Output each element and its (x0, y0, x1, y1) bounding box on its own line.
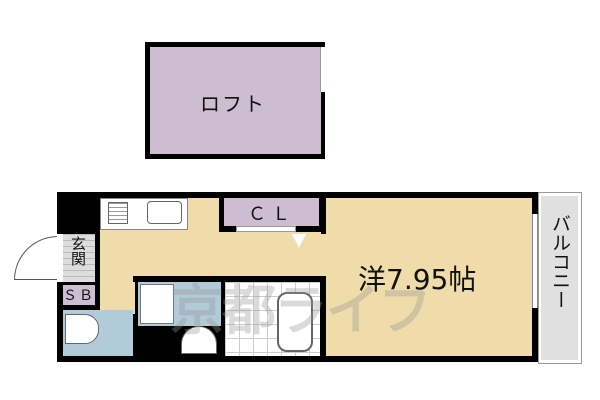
wall-room-divider-bottom (321, 278, 326, 356)
washbasin-icon (181, 326, 217, 354)
loft-floor (150, 47, 321, 154)
wall-closet-left (219, 198, 224, 232)
watermark: 京都ライフ (170, 279, 432, 342)
corridor-lower (100, 276, 135, 314)
main-room-label: 洋7.95帖 (358, 263, 477, 296)
closet-label: ＣＬ (248, 204, 296, 225)
arrow-down-icon (292, 234, 306, 248)
balcony-label: バルコニー (549, 214, 571, 309)
sink-icon (147, 201, 182, 224)
closet (224, 198, 319, 226)
wall-bath-top (133, 276, 326, 282)
loft-label: ロフト (200, 92, 266, 116)
shoe-box (63, 285, 95, 305)
loft-window (320, 47, 325, 92)
entry-door-gap (57, 234, 63, 282)
stove-icon (108, 202, 128, 224)
main-room (326, 198, 532, 356)
closet-door (236, 226, 296, 232)
bathtub-icon (277, 292, 313, 352)
entry-door-swing (14, 236, 58, 280)
balcony-floor (541, 196, 578, 360)
corridor-area (220, 232, 326, 278)
washing-machine-icon (140, 284, 174, 324)
wall-room-divider-top (321, 198, 326, 234)
shoe-box-label: ＳＢ (63, 288, 95, 304)
toilet-icon (65, 314, 99, 344)
entrance-label: 玄関 (69, 236, 87, 266)
balcony-window (532, 214, 538, 308)
entrance (63, 234, 95, 282)
